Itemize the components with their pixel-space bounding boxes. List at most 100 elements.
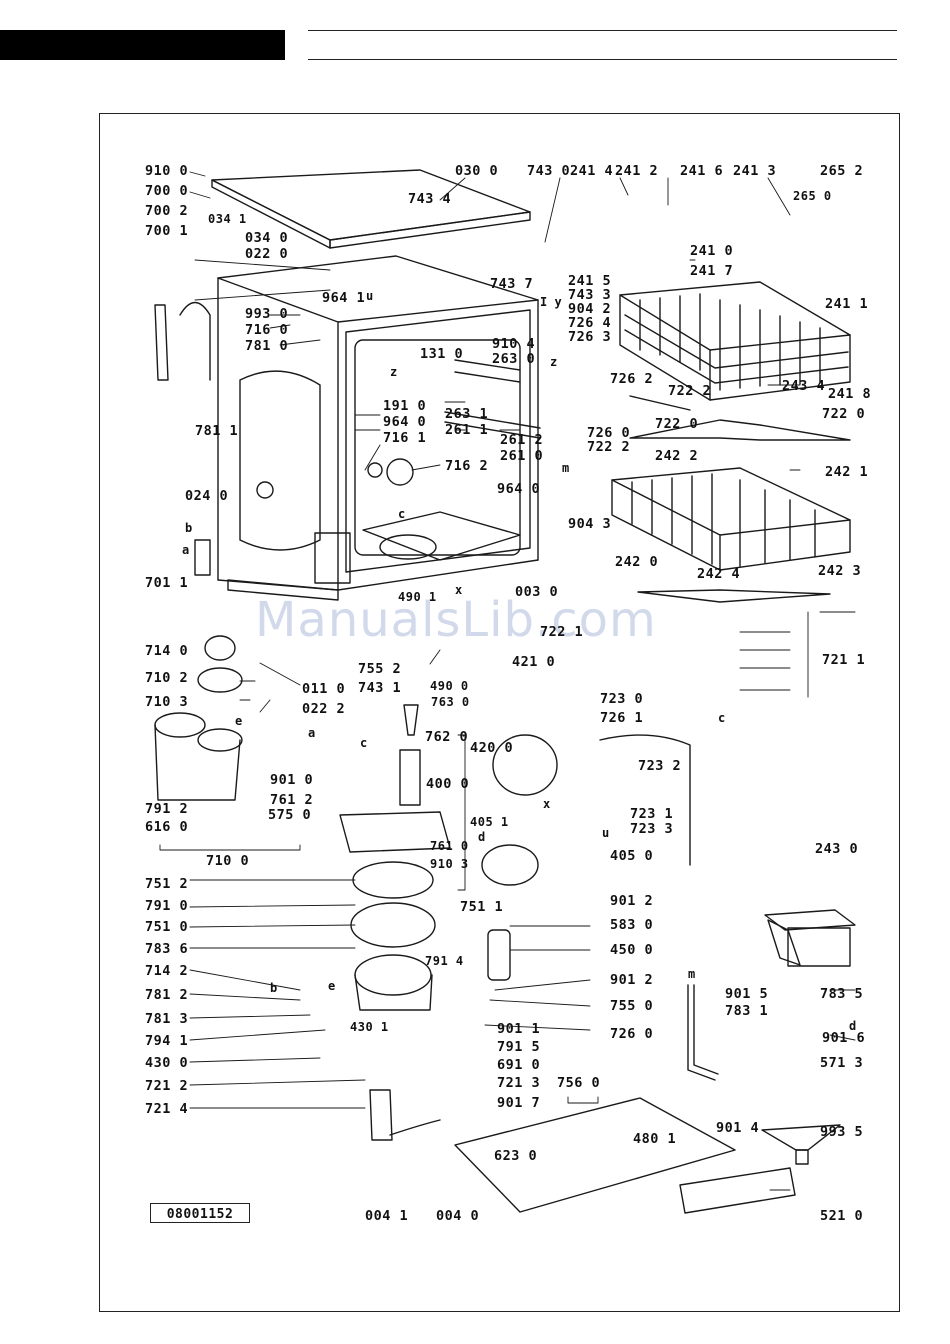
part-label-783-5: 783 5	[820, 986, 864, 1002]
part-label-743-4: 743 4	[408, 191, 452, 207]
part-label-571-3: 571 3	[820, 1055, 864, 1071]
part-label-261-2: 261 2	[500, 432, 544, 448]
part-label-762-0: 762 0	[425, 729, 469, 745]
part-label-700-2: 700 2	[145, 203, 189, 219]
part-label-243-4: 243 4	[782, 378, 826, 394]
part-label-243-0: 243 0	[815, 841, 859, 857]
part-label-191-0: 191 0	[383, 398, 427, 414]
sump-assembly-part	[339, 704, 451, 1141]
part-label-716-1: 716 1	[383, 430, 427, 446]
part-label-722-1: 722 1	[540, 624, 584, 640]
part-label-993-0: 993 0	[245, 306, 289, 322]
part-label-723-3: 723 3	[630, 821, 674, 837]
part-label-616-0: 616 0	[145, 819, 189, 835]
part-label-710-3: 710 3	[145, 694, 189, 710]
part-label-901-4: 901 4	[716, 1120, 760, 1136]
part-label-791-2: 791 2	[145, 801, 189, 817]
part-label-726-0: 726 0	[587, 425, 631, 441]
part-label-794-1: 794 1	[145, 1033, 189, 1049]
part-label-901-2b: 901 2	[610, 972, 654, 988]
part-label-623-0: 623 0	[494, 1148, 538, 1164]
part-label-430-0: 430 0	[145, 1055, 189, 1071]
part-label-901-1: 901 1	[497, 1021, 541, 1037]
part-label-261-1: 261 1	[445, 422, 489, 438]
part-label-726-2: 726 2	[610, 371, 654, 387]
part-label-751-2: 751 2	[145, 876, 189, 892]
part-label-783-1: 783 1	[725, 1003, 769, 1019]
part-label-743-0: 743 0	[527, 163, 571, 179]
part-label-743-1: 743 1	[358, 680, 402, 696]
part-label-241-6: 241 6	[680, 163, 724, 179]
part-label-751-1: 751 1	[460, 899, 504, 915]
part-label-430-1: 430 1	[350, 1020, 389, 1034]
part-label-761-2: 761 2	[270, 792, 314, 808]
part-label-901-5: 901 5	[725, 986, 769, 1002]
part-label-721-4: 721 4	[145, 1101, 189, 1117]
part-label-714-2: 714 2	[145, 963, 189, 979]
part-label-910-0: 910 0	[145, 163, 189, 179]
part-label-904-3: 904 3	[568, 516, 612, 532]
ref-letter-a: a	[182, 543, 190, 557]
part-label-755-0: 755 0	[610, 998, 654, 1014]
part-label-420-0: 420 0	[470, 740, 514, 756]
part-label-241-8: 241 8	[828, 386, 872, 402]
part-label-490-1: 490 1	[398, 590, 437, 604]
part-label-261-0: 261 0	[500, 448, 544, 464]
part-label-575-0: 575 0	[268, 807, 312, 823]
part-label-011-0: 011 0	[302, 681, 346, 697]
ref-letter-e: e	[235, 714, 243, 728]
part-label-480-1: 480 1	[633, 1131, 677, 1147]
part-label-241-1: 241 1	[825, 296, 869, 312]
upper-rack-part	[619, 281, 851, 401]
part-label-034-0: 034 0	[245, 230, 289, 246]
part-label-241-3: 241 3	[733, 163, 777, 179]
part-label-722-2b: 722 2	[587, 439, 631, 455]
drain-hose-part	[599, 734, 719, 1081]
part-label-242-1: 242 1	[825, 464, 869, 480]
spray-arms-part	[629, 395, 851, 603]
part-label-034-1: 034 1	[208, 212, 247, 226]
header-rule-top	[308, 30, 897, 31]
part-label-714-0: 714 0	[145, 643, 189, 659]
part-label-263-0: 263 0	[492, 351, 536, 367]
header-rule-bottom	[308, 59, 897, 60]
pump-motor-part	[481, 734, 558, 981]
lower-rack-part	[611, 467, 851, 571]
ref-letter-u: u	[366, 289, 374, 303]
ref-letter-z-2: z	[550, 355, 558, 369]
part-label-265-2: 265 2	[820, 163, 864, 179]
ref-letter-u-2: u	[602, 826, 610, 840]
part-label-241-4: 241 4	[570, 163, 614, 179]
part-label-904-2: 904 2	[568, 301, 612, 317]
part-label-405-1: 405 1	[470, 815, 509, 829]
part-label-242-2: 242 2	[655, 448, 699, 464]
part-label-722-0: 722 0	[822, 406, 866, 422]
ref-letter-z: z	[390, 365, 398, 379]
ref-letter-c-3: c	[360, 736, 368, 750]
diagram-frame	[99, 113, 900, 1312]
ref-letter-iy: I y	[540, 295, 562, 309]
part-label-964-1: 964 1	[322, 290, 366, 306]
part-label-022-2: 022 2	[302, 701, 346, 717]
part-label-722-0b: 722 0	[655, 416, 699, 432]
part-label-781-3: 781 3	[145, 1011, 189, 1027]
part-label-791-4: 791 4	[425, 954, 464, 968]
ref-letter-x-2: x	[543, 797, 551, 811]
part-label-726-0b: 726 0	[610, 1026, 654, 1042]
part-label-763-0: 763 0	[431, 695, 470, 709]
part-label-964-0: 964 0	[383, 414, 427, 430]
ref-letter-x: x	[455, 583, 463, 597]
base-plate-part	[454, 1097, 736, 1213]
ref-letter-d-2: d	[849, 1019, 857, 1033]
part-label-726-4: 726 4	[568, 315, 612, 331]
leader-lines	[159, 171, 856, 1191]
part-label-791-0: 791 0	[145, 898, 189, 914]
part-label-993-5: 993 5	[820, 1124, 864, 1140]
ref-letter-m: m	[562, 461, 570, 475]
part-label-242-0: 242 0	[615, 554, 659, 570]
ref-letter-a-2: a	[308, 726, 316, 740]
worktop-part	[211, 169, 531, 249]
door-hinge-part	[154, 301, 211, 576]
part-label-721-1: 721 1	[822, 652, 866, 668]
